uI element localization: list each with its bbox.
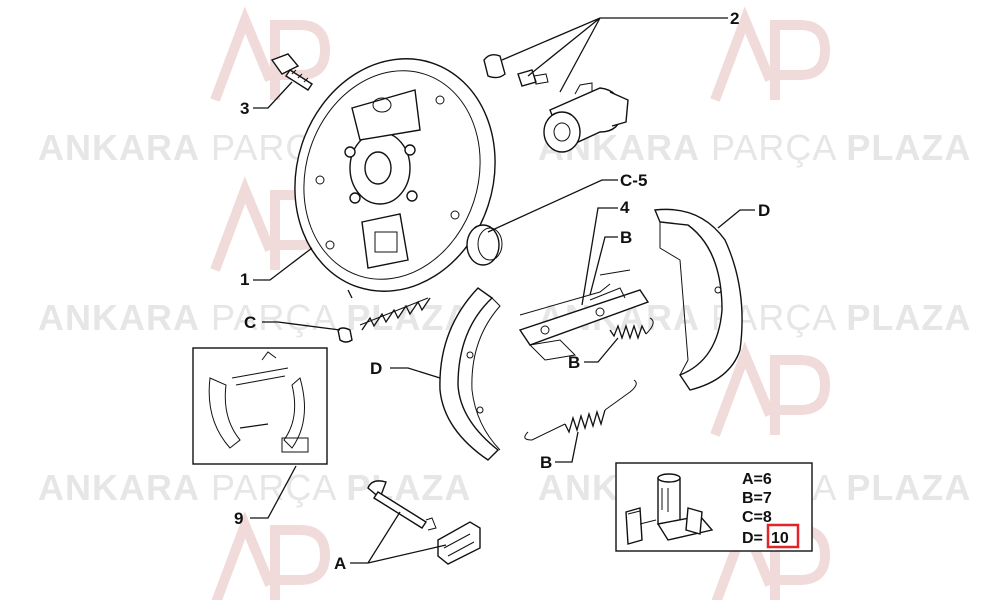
legend-b: B=7 [742,490,772,507]
legend-c: C=8 [742,509,772,526]
callout-9: 9 [234,509,243,528]
adjuster-mechanism [518,269,650,361]
bolt [270,53,313,91]
highlight-box [766,523,800,549]
callout-2: 2 [730,9,739,28]
brake-shoe-left [439,287,501,461]
svg-text:ANKARA PARÇA PLAZA: ANKARA PARÇA PLAZA [538,127,971,168]
svg-text:ANKARA PARÇA PLAZA: ANKARA PARÇA PLAZA [38,297,471,338]
watermark-text: ANKARA PARÇA PLAZA ANKARA PARÇA PLAZA AN… [38,127,971,508]
callout-1: 1 [240,270,249,289]
hold-down-clip [437,521,481,565]
backing-plate [294,58,496,299]
legend-d: D= [742,530,763,547]
callout-c5: C-5 [620,171,647,190]
callout-d-right: D [758,201,770,220]
svg-text:ANKARA PARÇA PLAZA: ANKARA PARÇA PLAZA [38,467,471,508]
callout-b-bottom: B [540,453,552,472]
quantity-legend: A=6 B=7 C=8 D= 10 [615,462,813,552]
hold-down-spring [337,297,431,343]
legend-a: A=6 [742,471,772,488]
return-spring-small [609,317,654,341]
hold-down-pin [367,480,437,531]
rubber-seal [466,224,503,266]
return-spring-long [524,379,637,441]
callout-3: 3 [240,99,249,118]
callout-4: 4 [620,198,630,217]
brake-shoe-right [653,208,743,391]
legend-d-value: 10 [771,530,789,547]
product-box-illustration [625,473,714,545]
kit-inset [192,347,328,465]
wheel-cylinder-assembly [483,53,629,153]
leader-lines [250,17,755,564]
callout-c: C [244,313,256,332]
callout-a: A [334,554,346,573]
callout-d-left: D [370,359,382,378]
callout-b-top: B [620,228,632,247]
callout-b-middle: B [568,353,580,372]
